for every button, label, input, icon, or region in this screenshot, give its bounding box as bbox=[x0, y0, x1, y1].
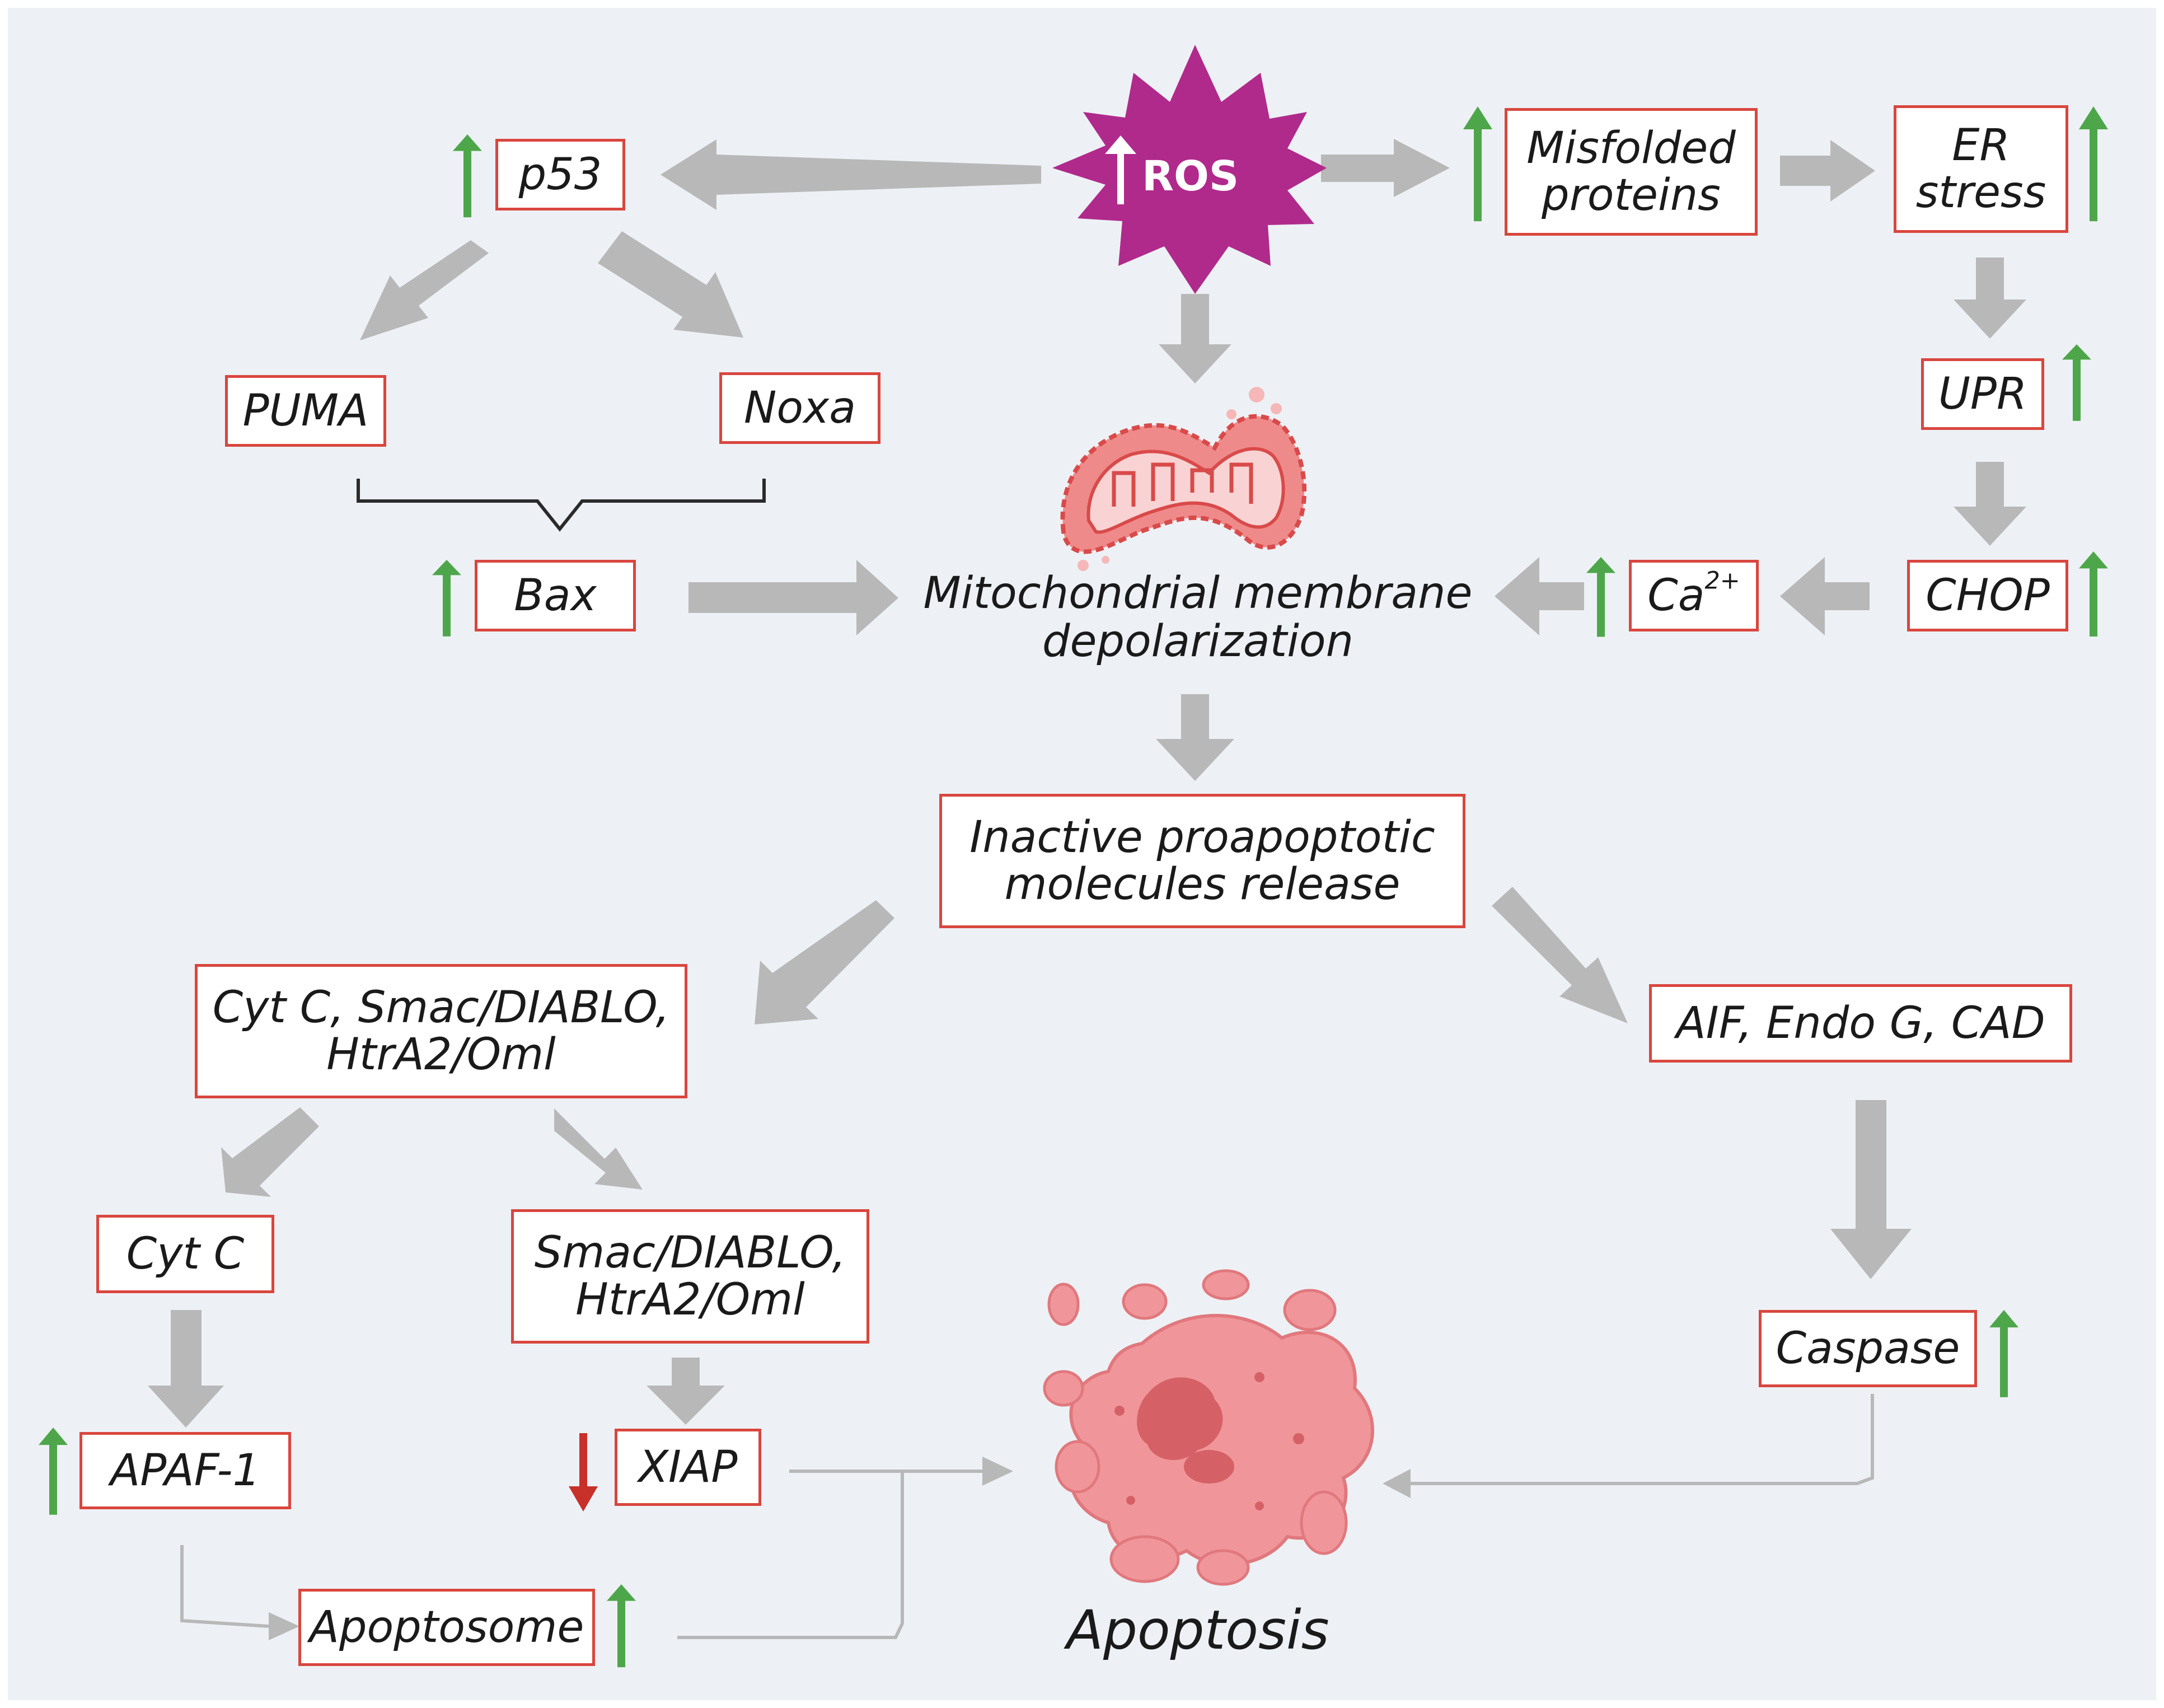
down-regulation-arrow-icon bbox=[569, 1433, 598, 1512]
arrow-group-to-smac bbox=[554, 1108, 643, 1190]
arrow-release-to-aif bbox=[1492, 887, 1628, 1023]
xiap-label: XIAP bbox=[638, 1442, 738, 1492]
aif-group-box: AIF, Endo G, CAD bbox=[1649, 984, 2072, 1063]
arrow-p53-to-puma bbox=[360, 240, 489, 340]
ros-burst-icon bbox=[1052, 45, 1327, 294]
arrow-er-to-upr bbox=[1954, 258, 2026, 339]
caspase-box: Caspase bbox=[1759, 1310, 1977, 1387]
chop-box: CHOP bbox=[1907, 560, 2068, 631]
cytc-group-box: Cyt C, Smac/DIABLO, HtrA2/Oml bbox=[195, 964, 687, 1098]
line-caspase-to-apoptosis bbox=[1411, 1394, 1874, 1485]
upr-box: UPR bbox=[1921, 358, 2044, 430]
up-regulation-arrow-icon bbox=[2079, 551, 2108, 637]
cytc-box: Cyt C bbox=[96, 1215, 274, 1293]
puma-label: PUMA bbox=[242, 385, 369, 436]
apaf1-box: APAF-1 bbox=[79, 1432, 291, 1509]
line-apaf1-to-apoptosome bbox=[180, 1545, 269, 1628]
calcium-box: Ca2+ bbox=[1629, 560, 1759, 631]
arrow-cytc-to-apaf1 bbox=[148, 1310, 224, 1428]
arrow-upr-to-chop bbox=[1954, 462, 2026, 546]
up-regulation-arrow-icon bbox=[1586, 557, 1615, 637]
cytc-group-label: Cyt C, Smac/DIABLO, HtrA2/Oml bbox=[212, 982, 670, 1080]
cytc-label: Cyt C bbox=[126, 1228, 245, 1279]
mitochondrial-depolarization-label: Mitochondrial membrane depolarization bbox=[907, 568, 1489, 667]
er-stress-label: ER stress bbox=[1915, 120, 2046, 218]
puma-box: PUMA bbox=[225, 375, 386, 447]
apoptosis-text: Apoptosis bbox=[1066, 1599, 1329, 1662]
up-regulation-arrow-icon bbox=[2062, 344, 2091, 421]
arrow-ros-to-mito bbox=[1159, 294, 1231, 383]
apoptosome-box: Apoptosome bbox=[298, 1589, 595, 1666]
misfolded-proteins-label: Misfolded proteins bbox=[1526, 123, 1736, 221]
calcium-charge: 2+ bbox=[1704, 567, 1740, 595]
puma-noxa-bracket bbox=[357, 479, 766, 532]
connector-heads bbox=[269, 1457, 1411, 1640]
xiap-box: XIAP bbox=[615, 1429, 761, 1506]
up-regulation-arrow-icon bbox=[607, 1584, 636, 1668]
chop-label: CHOP bbox=[1926, 570, 2050, 621]
up-regulation-arrow-icon bbox=[39, 1428, 68, 1515]
inactive-release-label: Inactive proapoptotic molecules release bbox=[969, 812, 1435, 910]
caspase-label: Caspase bbox=[1776, 1323, 1960, 1374]
arrow-misfolded-to-er bbox=[1780, 140, 1875, 202]
ros-label: ROS bbox=[1142, 152, 1239, 200]
arrow-aif-to-caspase bbox=[1830, 1100, 1912, 1279]
arrow-ca-to-mito bbox=[1495, 557, 1584, 635]
line-apoptosome-to-apoptosis bbox=[677, 1471, 904, 1639]
arrow-ros-to-misfolded bbox=[1321, 139, 1450, 197]
arrow-bax-to-mito bbox=[688, 560, 898, 635]
up-regulation-arrow-icon bbox=[453, 134, 482, 218]
calcium-symbol: Ca bbox=[1647, 570, 1705, 621]
aif-group-label: AIF, Endo G, CAD bbox=[1676, 998, 2045, 1049]
calcium-label: Ca2+ bbox=[1647, 569, 1740, 621]
p53-label: p53 bbox=[518, 149, 602, 200]
arrow-ros-to-p53 bbox=[661, 139, 1041, 210]
p53-box: p53 bbox=[495, 139, 625, 210]
inactive-release-box: Inactive proapoptotic molecules release bbox=[939, 794, 1465, 928]
apoptotic-cell-icon bbox=[1043, 1269, 1374, 1586]
er-stress-box: ER stress bbox=[1894, 105, 2068, 233]
up-regulation-arrow-icon bbox=[1989, 1310, 2018, 1397]
smac-box: Smac/DIABLO, HtrA2/Oml bbox=[511, 1209, 869, 1344]
arrow-group-to-cytc bbox=[221, 1107, 319, 1197]
bax-label: Bax bbox=[514, 570, 597, 621]
noxa-label: Noxa bbox=[743, 382, 856, 433]
apoptosis-label: Apoptosis bbox=[996, 1601, 1399, 1660]
bax-box: Bax bbox=[475, 560, 636, 631]
arrow-p53-to-noxa bbox=[598, 231, 743, 338]
apaf1-label: APAF-1 bbox=[110, 1445, 261, 1496]
upr-label: UPR bbox=[1938, 368, 2027, 419]
pathway-arrows bbox=[148, 139, 2026, 1428]
mitochondrion-icon bbox=[1060, 387, 1307, 571]
misfolded-proteins-box: Misfolded proteins bbox=[1505, 108, 1758, 236]
arrow-smac-to-xiap bbox=[647, 1358, 725, 1425]
noxa-box: Noxa bbox=[719, 372, 880, 444]
connector-lines bbox=[180, 1394, 1874, 1639]
mitochondrial-depolarization-text: Mitochondrial membrane depolarization bbox=[923, 568, 1473, 667]
smac-label: Smac/DIABLO, HtrA2/Oml bbox=[534, 1227, 846, 1325]
up-regulation-arrow-icon bbox=[1463, 106, 1492, 222]
up-regulation-arrow-icon bbox=[432, 560, 461, 637]
up-regulation-arrow-icon bbox=[2079, 106, 2108, 222]
apoptosome-label: Apoptosome bbox=[309, 1602, 584, 1653]
arrow-release-to-cytcgroup bbox=[755, 900, 894, 1024]
arrow-mito-to-release bbox=[1156, 694, 1234, 781]
arrow-chop-to-ca bbox=[1780, 557, 1870, 635]
